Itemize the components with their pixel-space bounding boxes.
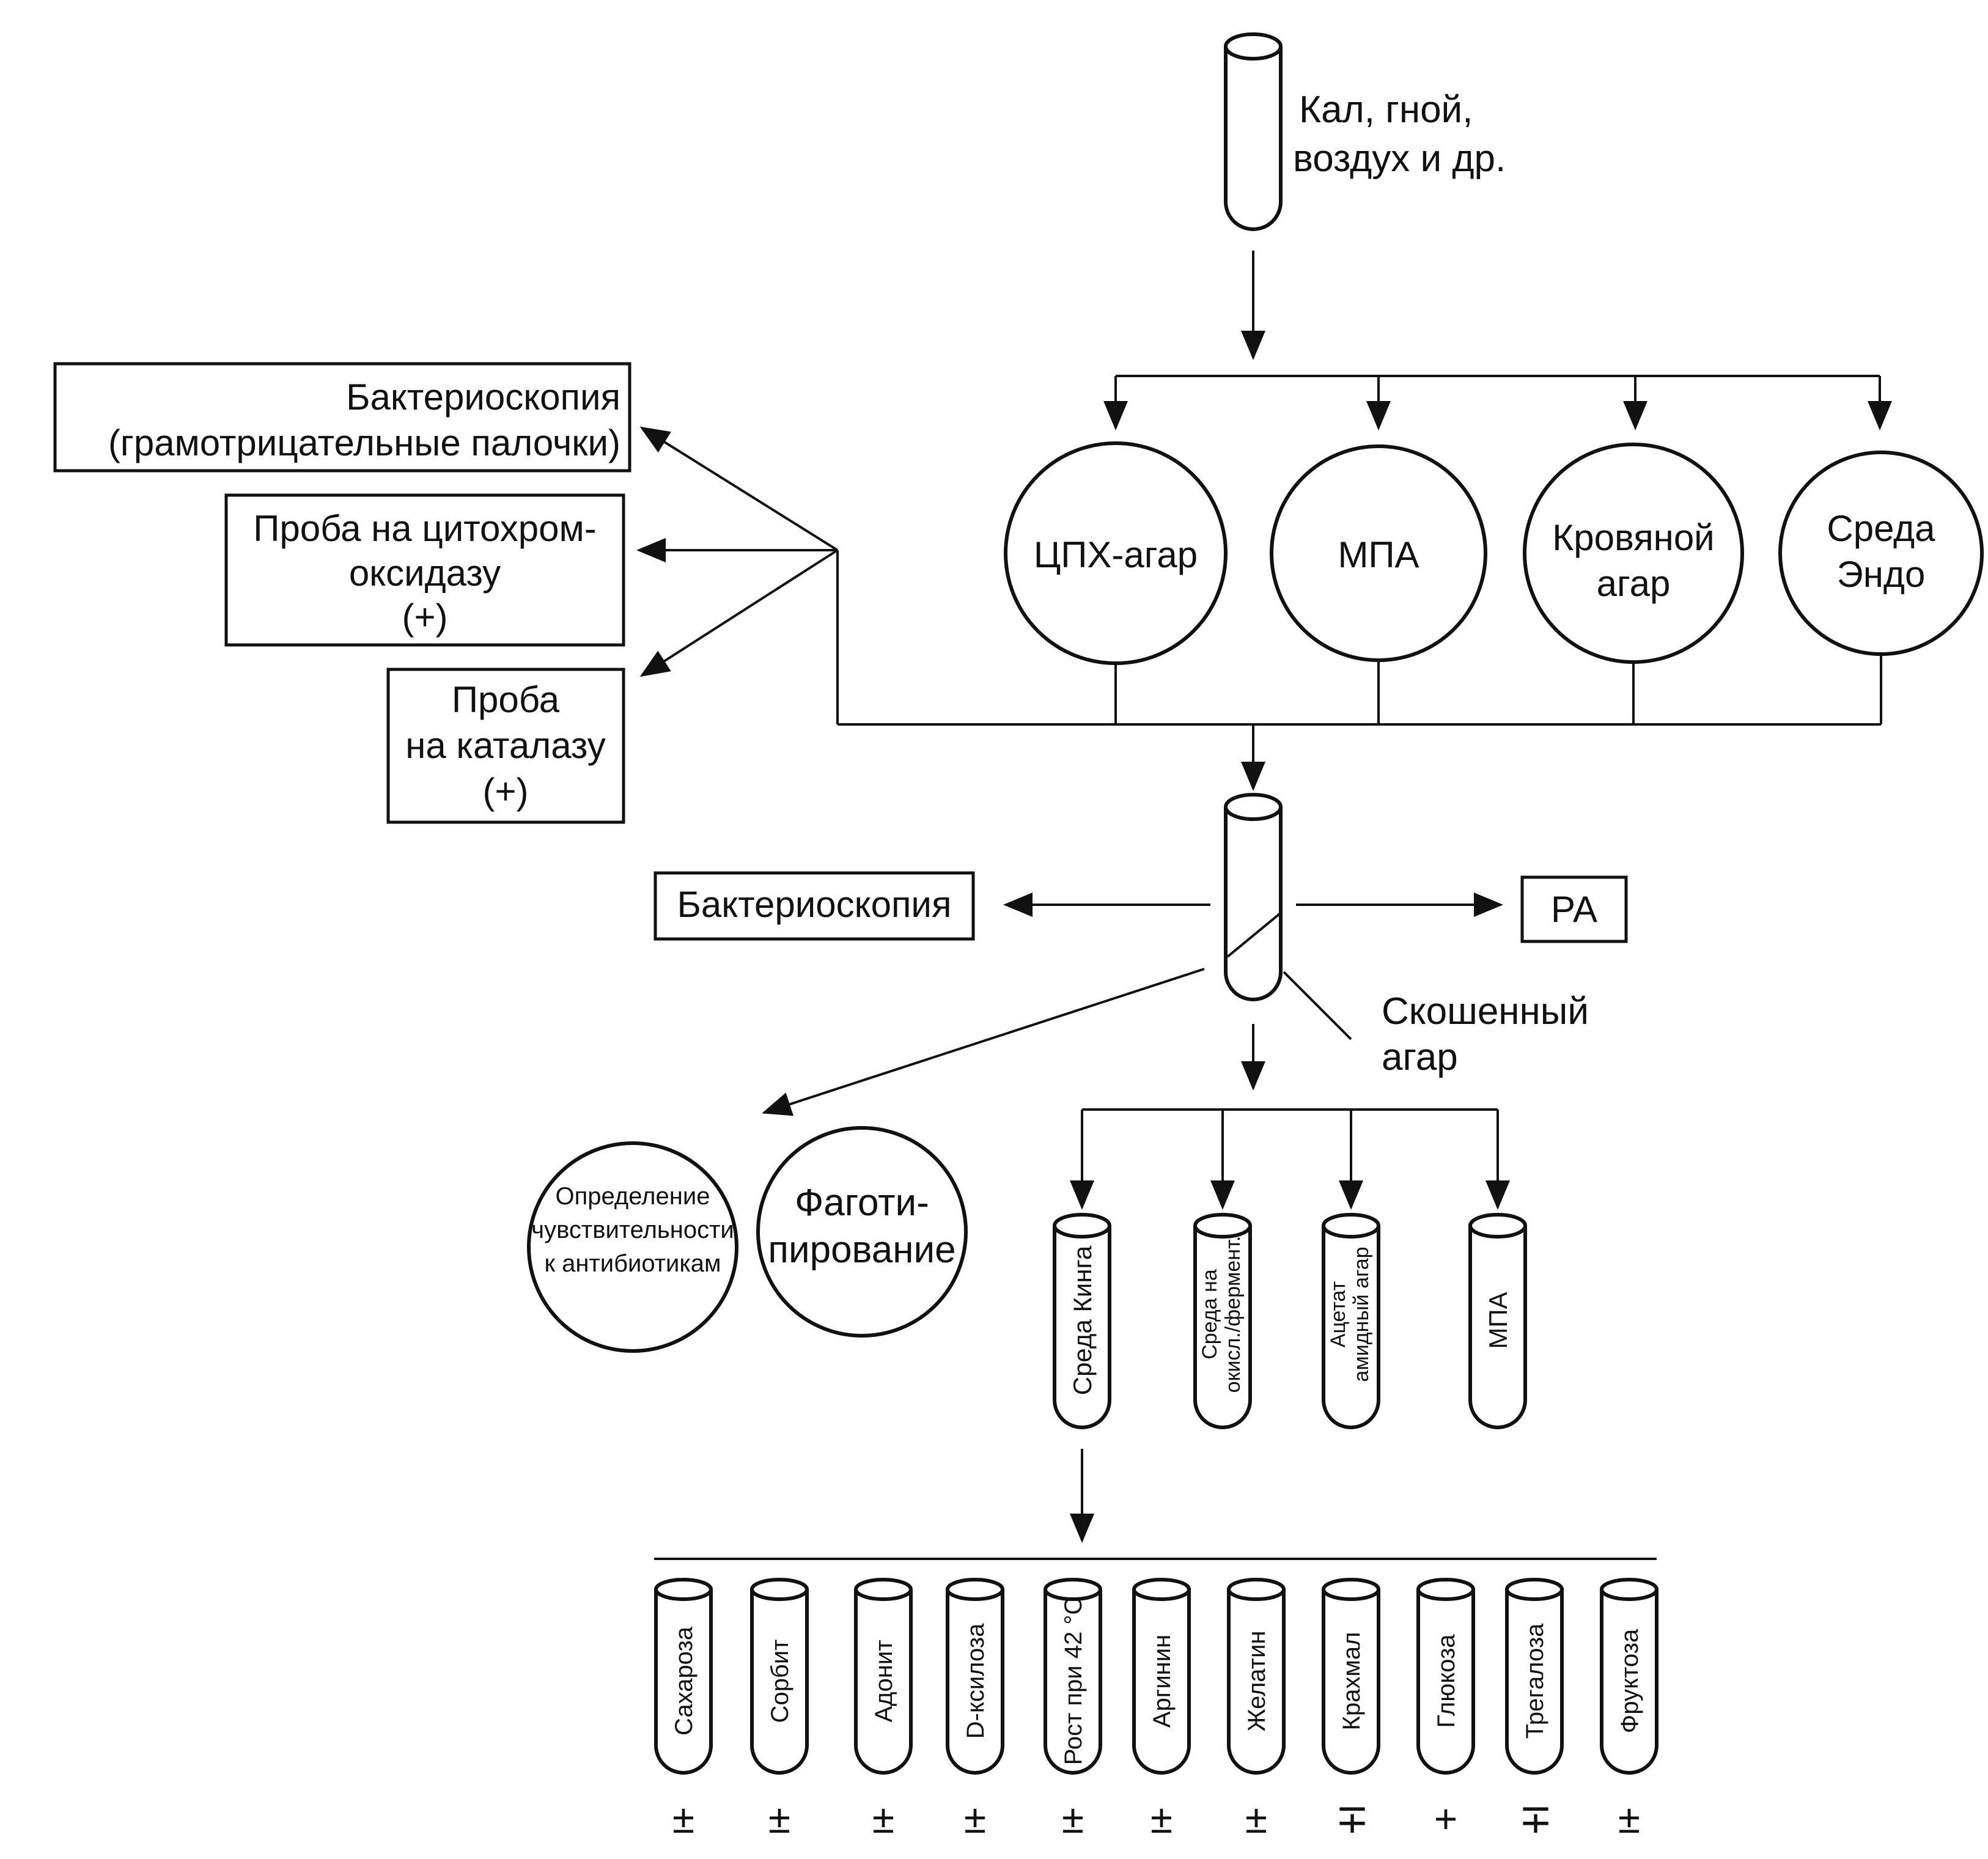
circle-phage-line-2: пирование [768,1229,955,1271]
box-catalase-test: Проба на каталазу (+) [386,668,625,824]
biochem-result-sign: ± [1150,1796,1173,1841]
biochem-tube: Рост при 42 °С ± [1044,1578,1102,1841]
circle-phage-line-1: Фаготи- [795,1182,929,1224]
box-catalase-line-3: (+) [483,771,529,812]
slant-label-leader [1283,971,1352,1040]
biochem-tube: Крахмал ∓ [1322,1578,1380,1841]
biochem-tube: Желатин ± [1227,1578,1286,1841]
tube-acetamide-agar: Ацетат амидный агар [1322,1213,1380,1429]
box-bacterioscopy-label: Бактериоскопия [677,884,952,925]
circle-phage-typing: Фаготи- пирование [756,1126,968,1338]
tube-ox-ferm-line-1: Среда на [1198,1269,1221,1360]
tube-ox-ferm-line-2: окисл./фермент. [1221,1236,1245,1393]
slant-label-line-2: агар [1382,1036,1458,1078]
circle-antibiotic-line-2: чувствительности [531,1217,734,1243]
biochem-tube: Трегалоза ∓ [1505,1578,1564,1841]
biochem-result-sign: ± [1618,1796,1640,1841]
biochem-tube-label: Крахмал [1338,1632,1365,1731]
biochem-tube: Фруктоза ± [1600,1578,1659,1841]
biochem-result-sign: ∓ [1519,1796,1552,1841]
biochem-tube: Глюкоза + [1416,1578,1475,1841]
box-catalase-line-1: Проба [452,679,560,720]
tube-mpa-label: МПА [1484,1292,1512,1349]
tube-acetamide-line-1: Ацетат [1327,1281,1350,1347]
specimen-label-line-1: Кал, гной, [1299,89,1473,131]
box-bacterioscopy-gram-line-2: (грамотрицательные палочки) [108,422,620,463]
biochem-tube-label: Рост при 42 °С [1060,1597,1087,1765]
box-bacterioscopy-gram-line-1: Бактериоскопия [346,377,620,418]
biochem-tube-label: Сорбит [767,1640,793,1723]
biochem-tube: Сорбит ± [750,1578,809,1841]
slant-agar-tube [1224,793,1283,1001]
box-oxidase-line-2: оксидазу [349,553,501,594]
medium-blood-agar-label-2: агар [1597,563,1671,604]
biochem-result-sign: ± [872,1796,894,1841]
biochem-tube-label: Желатин [1243,1631,1270,1732]
box-catalase-line-2: на каталазу [405,725,606,766]
box-bacterioscopy-gram: Бактериоскопия (грамотрицательные палочк… [53,362,631,473]
box-ra: РА [1520,875,1628,943]
tube-ox-ferm-medium: Среда на окисл./фермент. [1193,1213,1252,1429]
tube-king-medium: Среда Кинга [1053,1213,1111,1429]
biochem-tube: Аргинин ± [1132,1578,1191,1841]
box-ra-label: РА [1551,889,1597,930]
biochem-result-sign: ∓ [1335,1796,1369,1841]
biochem-tube-label: Трегалоза [1522,1623,1548,1739]
biochem-tube: Сахароза ± [654,1578,713,1841]
medium-circle-blood-agar: Кровяной агар [1523,443,1744,664]
biochem-tube-label: D-ксилоза [962,1623,989,1739]
medium-blood-agar-label-1: Кровяной [1552,517,1714,558]
biochem-result-sign: ± [1245,1796,1267,1841]
medium-circle-mpa: МПА [1270,444,1487,662]
circle-antibiotic-line-3: к антибиотикам [544,1250,721,1277]
slant-label-line-1: Скошенный [1382,990,1589,1033]
medium-endo-label-2: Эндо [1837,554,1926,595]
biochem-result-sign: + [1434,1796,1458,1841]
arrow-to-bacterioscopy-box [639,426,839,551]
circle-antibiotic-sensitivity: Определение чувствительности к антибиоти… [527,1141,738,1353]
biochem-tube-label: Сахароза [671,1626,698,1736]
circle-antibiotic-line-1: Определение [556,1183,710,1210]
biochem-tube-label: Фруктоза [1616,1629,1643,1733]
biochem-result-sign: ± [672,1796,694,1841]
box-oxidase-test: Проба на цитохром- оксидазу (+) [224,493,625,647]
biochem-tubes: Сахароза±Сорбит±Адонит±D-ксилоза±Рост пр… [654,1578,1659,1841]
box-oxidase-line-1: Проба на цитохром- [253,508,596,549]
biochem-tube-label: Глюкоза [1433,1634,1460,1728]
box-oxidase-line-3: (+) [402,597,448,638]
biochem-tube: D-ксилоза ± [946,1578,1004,1841]
medium-cpx-agar-label: ЦПХ-агар [1034,534,1198,575]
biochem-result-sign: ± [1062,1796,1084,1841]
arrow-to-lower-circles [762,968,1205,1116]
biochem-tube: Адонит ± [854,1578,913,1841]
medium-circle-cpx-agar: ЦПХ-агар [1004,441,1228,665]
biochem-result-sign: ± [964,1796,986,1841]
specimen-tube [1224,32,1283,231]
arrow-to-catalase-box [639,549,839,677]
tube-acetamide-line-2: амидный агар [1350,1246,1373,1382]
biochem-result-sign: ± [768,1796,790,1841]
medium-mpa-label: МПА [1338,534,1419,575]
biochem-tube-label: Адонит [871,1640,897,1722]
tube-mpa: МПА [1468,1213,1527,1429]
specimen-label-line-2: воздух и др. [1293,138,1506,180]
medium-endo-label-1: Среда [1827,508,1935,549]
medium-circle-endo: Среда Эндо [1778,451,1984,656]
tube-king-medium-label: Среда Кинга [1068,1245,1097,1395]
box-bacterioscopy: Бактериоскопия [653,871,975,941]
biochem-tube-label: Аргинин [1149,1635,1176,1728]
